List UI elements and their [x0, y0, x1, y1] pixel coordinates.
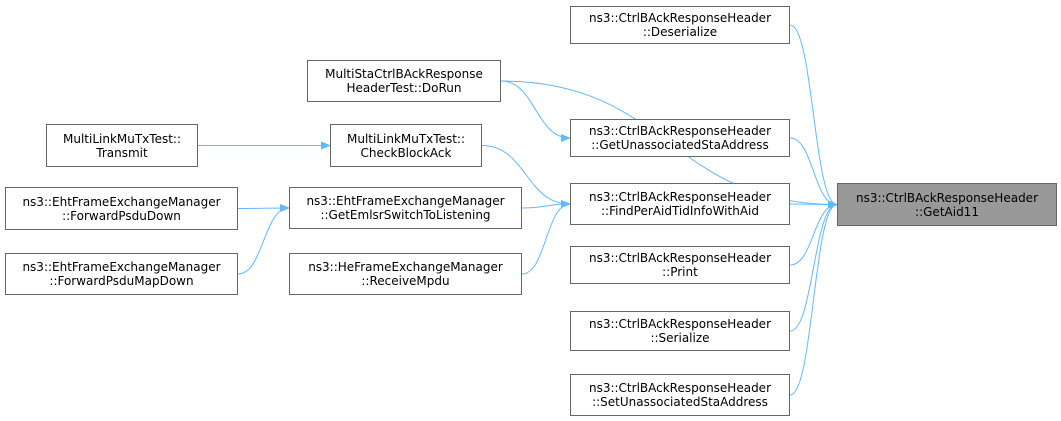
- node-get-emlsr-switch-to-listening[interactable]: ns3::EhtFrameExchangeManager ::GetEmlsrS…: [289, 187, 522, 229]
- node-transmit[interactable]: MultiLinkMuTxTest:: Transmit: [46, 124, 198, 167]
- edge-fwdpsdu-to-geteml: [237, 204, 290, 213]
- node-fwdpsdumap-line1: ns3::EhtFrameExchangeManager: [22, 260, 221, 274]
- node-print-line2: ::Print: [662, 265, 698, 279]
- node-getunassoc-line1: ns3::CtrlBAckResponseHeader: [588, 124, 772, 138]
- node-fwdpsdu-line1: ns3::EhtFrameExchangeManager: [22, 194, 221, 209]
- edge-fwdpsdumap-to-geteml: [237, 204, 290, 275]
- node-fwdpsdumap-line2: ::ForwardPsduMapDown: [49, 274, 194, 288]
- node-receivempdu-line2: ::ReceiveMpdu: [361, 274, 450, 288]
- node-serialize-line2: ::Serialize: [650, 331, 710, 345]
- node-fwdpsdu-line2: ::ForwardPsduDown: [62, 208, 181, 223]
- node-forward-psdu-down[interactable]: ns3::EhtFrameExchangeManager ::ForwardPs…: [5, 187, 238, 230]
- node-multista-doRun[interactable]: MultiStaCtrlBAckResponse HeaderTest::DoR…: [307, 60, 501, 102]
- edge-serialize-to-focus: [789, 200, 838, 332]
- node-multista-line1: MultiStaCtrlBAckResponse: [325, 67, 483, 81]
- node-get-unassociated-sta-address[interactable]: ns3::CtrlBAckResponseHeader ::GetUnassoc…: [570, 119, 790, 157]
- node-findper-line2: ::FindPerAidTidInfoWithAid: [601, 204, 759, 218]
- node-geteml-line2: ::GetEmlsrSwitchToListening: [320, 208, 491, 222]
- node-set-unassociated-sta-address[interactable]: ns3::CtrlBAckResponseHeader ::SetUnassoc…: [570, 374, 790, 416]
- node-getunassoc-line2: ::GetUnassociatedStaAddress: [591, 138, 769, 152]
- node-get-aid11: ns3::CtrlBAckResponseHeader ::GetAid11: [837, 183, 1057, 226]
- node-print[interactable]: ns3::CtrlBAckResponseHeader ::Print: [570, 246, 790, 284]
- edge-findper-to-focus: [789, 200, 838, 209]
- edge-receivempdu-to-findper: [521, 200, 571, 275]
- node-get-aid11-line2: ::GetAid11: [915, 204, 979, 219]
- node-checkblockack-line1: MultiLinkMuTxTest::: [346, 131, 465, 146]
- edge-multista-to-getunassoc: [500, 80, 571, 142]
- node-receive-mpdu[interactable]: ns3::HeFrameExchangeManager ::ReceiveMpd…: [289, 253, 522, 295]
- node-checkblockack-line2: CheckBlockAck: [360, 145, 452, 160]
- node-transmit-line1: MultiLinkMuTxTest::: [62, 131, 181, 146]
- node-deserialize-line2: ::Deserialize: [642, 25, 718, 39]
- node-serialize-line1: ns3::CtrlBAckResponseHeader: [588, 317, 772, 331]
- edge-setunassoc-to-focus: [789, 200, 838, 396]
- node-check-block-ack[interactable]: MultiLinkMuTxTest:: CheckBlockAck: [330, 124, 482, 167]
- node-serialize[interactable]: ns3::CtrlBAckResponseHeader ::Serialize: [570, 311, 790, 351]
- node-deserialize[interactable]: ns3::CtrlBAckResponseHeader ::Deserializ…: [570, 6, 790, 44]
- node-geteml-line1: ns3::EhtFrameExchangeManager: [306, 194, 505, 208]
- node-deserialize-line1: ns3::CtrlBAckResponseHeader: [588, 11, 772, 25]
- edge-getunassoc-to-focus: [789, 137, 838, 209]
- node-setunassoc-line2: ::SetUnassociatedStaAddress: [592, 395, 768, 409]
- node-transmit-line2: Transmit: [96, 145, 148, 160]
- edge-deserialize-to-focus: [789, 24, 838, 209]
- node-setunassoc-line1: ns3::CtrlBAckResponseHeader: [588, 381, 772, 395]
- node-find-per-aid-tid-info[interactable]: ns3::CtrlBAckResponseHeader ::FindPerAid…: [570, 183, 790, 225]
- edge-print-to-focus: [789, 200, 838, 266]
- node-multista-line2: HeaderTest::DoRun: [346, 81, 462, 95]
- node-get-aid11-line1: ns3::CtrlBAckResponseHeader: [855, 190, 1039, 205]
- node-print-line1: ns3::CtrlBAckResponseHeader: [588, 251, 772, 265]
- node-receivempdu-line1: ns3::HeFrameExchangeManager: [308, 260, 503, 274]
- node-forward-psdu-map-down[interactable]: ns3::EhtFrameExchangeManager ::ForwardPs…: [5, 253, 238, 295]
- node-findper-line1: ns3::CtrlBAckResponseHeader: [588, 190, 772, 204]
- edge-checkblockack-to-findper: [481, 145, 571, 208]
